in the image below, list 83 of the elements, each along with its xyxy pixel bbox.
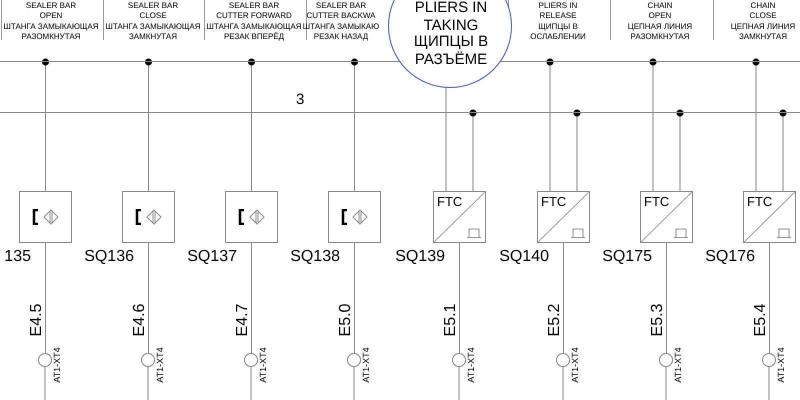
device-label: SQ140 <box>499 247 549 266</box>
terminal-label: AT1-XT4 <box>776 347 786 383</box>
device-label: SQ138 <box>290 247 340 266</box>
input-address-label: E5.3 <box>648 304 666 336</box>
header-text: CHAIN OPEN <box>646 1 674 21</box>
wire <box>354 242 355 354</box>
proximity-sensor-box <box>122 191 175 243</box>
terminal-circle <box>762 353 776 367</box>
wire <box>351 58 358 192</box>
header-text-russian: ЩИПЦЫ В ОСЛАБЛЕНИИ <box>529 22 587 42</box>
wire <box>563 242 564 354</box>
wire <box>45 242 46 354</box>
terminal-circle <box>347 353 361 367</box>
terminal-circle <box>38 353 52 367</box>
terminal-circle <box>452 353 466 367</box>
input-address-label: E5.4 <box>752 304 770 336</box>
wire <box>148 242 149 354</box>
wire <box>458 366 460 400</box>
header-text: SEALER BAR CUTTER FORWARD <box>215 1 293 21</box>
terminal-circle <box>141 353 155 367</box>
input-address-label: E4.5 <box>28 304 46 336</box>
device-label: SQ137 <box>187 247 237 266</box>
sensor-type-text: FTC <box>541 194 566 209</box>
sensor-type-text: FTC <box>437 194 462 209</box>
terminal-circle <box>556 353 570 367</box>
input-address-label: E5.1 <box>442 304 460 336</box>
header-text: SEALER BAR OPEN <box>24 1 78 21</box>
wire <box>769 242 770 354</box>
wire <box>459 242 460 354</box>
proximity-sensor-box <box>225 191 278 243</box>
terminal-circle <box>244 353 258 367</box>
bus-line <box>0 61 800 62</box>
header-text: CHAIN CLOSE <box>748 1 778 21</box>
header-text-russian: ЦЕПНАЯ ЛИНИЯ РАЗОМКНУТАЯ <box>626 22 694 42</box>
wire <box>666 242 667 354</box>
wire <box>251 242 252 354</box>
proximity-sensor-box <box>328 191 381 243</box>
wire <box>250 366 252 400</box>
bus-line <box>0 112 800 113</box>
header-text: SEALER BAR CUTTER BACKWA <box>305 1 377 21</box>
header-text-russian: ЦЕПНАЯ ЛИНИЯ ЗАМКНУТАЯ <box>730 22 796 42</box>
proximity-sensor-box <box>19 191 72 243</box>
terminal-label: AT1-XT4 <box>258 347 268 383</box>
wire <box>546 58 554 192</box>
device-label: SQ139 <box>395 247 445 266</box>
wire <box>562 366 564 400</box>
wire <box>470 110 476 192</box>
header-text: PLIERS IN RELEASE <box>538 1 578 21</box>
terminal-label: AT1-XT4 <box>570 347 580 383</box>
header-text-russian: ШТАНГА ЗАМЫКАЮЩАЯ РЕЗАК ВПЕРЁД <box>205 22 303 42</box>
header-text-russian: ШТАНГА ЗАМЫКАЮ РЕЗАК НАЗАД <box>302 22 380 42</box>
callout-text: ЩИПЦЫ В РАЗЪЁМЕ <box>412 33 490 69</box>
header-text: SEALER BAR CLOSE <box>126 1 180 21</box>
wire <box>752 58 760 192</box>
wire <box>768 366 770 400</box>
wire <box>44 366 46 400</box>
terminal-label: AT1-XT4 <box>155 347 165 383</box>
wire <box>248 58 255 192</box>
terminal-label: AT1-XT4 <box>673 347 683 383</box>
wire <box>676 110 684 192</box>
header-text-russian: ШТАНГА ЗАМЫКАЮЩАЯ РАЗОМКНУТАЯ <box>2 22 100 42</box>
input-address-label: E4.6 <box>130 304 148 336</box>
wire <box>574 110 580 192</box>
sensor-type-text: FTC <box>644 194 670 209</box>
terminal-circle <box>659 353 673 367</box>
wire <box>145 58 152 192</box>
input-address-label: E5.2 <box>546 304 564 336</box>
device-label: SQ176 <box>705 247 755 266</box>
callout-text: PLIERS IN TAKING <box>414 0 488 35</box>
device-label: SQ175 <box>602 247 652 266</box>
wire <box>42 58 49 192</box>
wire <box>650 58 656 192</box>
terminal-label: AT1-XT4 <box>361 347 371 383</box>
header-text-russian: ШТАНГА ЗАМЫКАЮЩАЯ ЗАМКНУТАЯ <box>104 22 202 42</box>
terminal-label: AT1-XT4 <box>52 347 62 383</box>
device-label: SQ136 <box>84 247 134 266</box>
bus-number: 3 <box>296 91 304 108</box>
wire <box>780 110 786 192</box>
input-address-label: E5.0 <box>336 304 354 336</box>
terminal-label: AT1-XT4 <box>466 347 476 383</box>
sensor-type-text: FTC <box>747 194 772 209</box>
input-address-label: E4.7 <box>234 304 252 336</box>
device-label: 135 <box>4 247 31 266</box>
